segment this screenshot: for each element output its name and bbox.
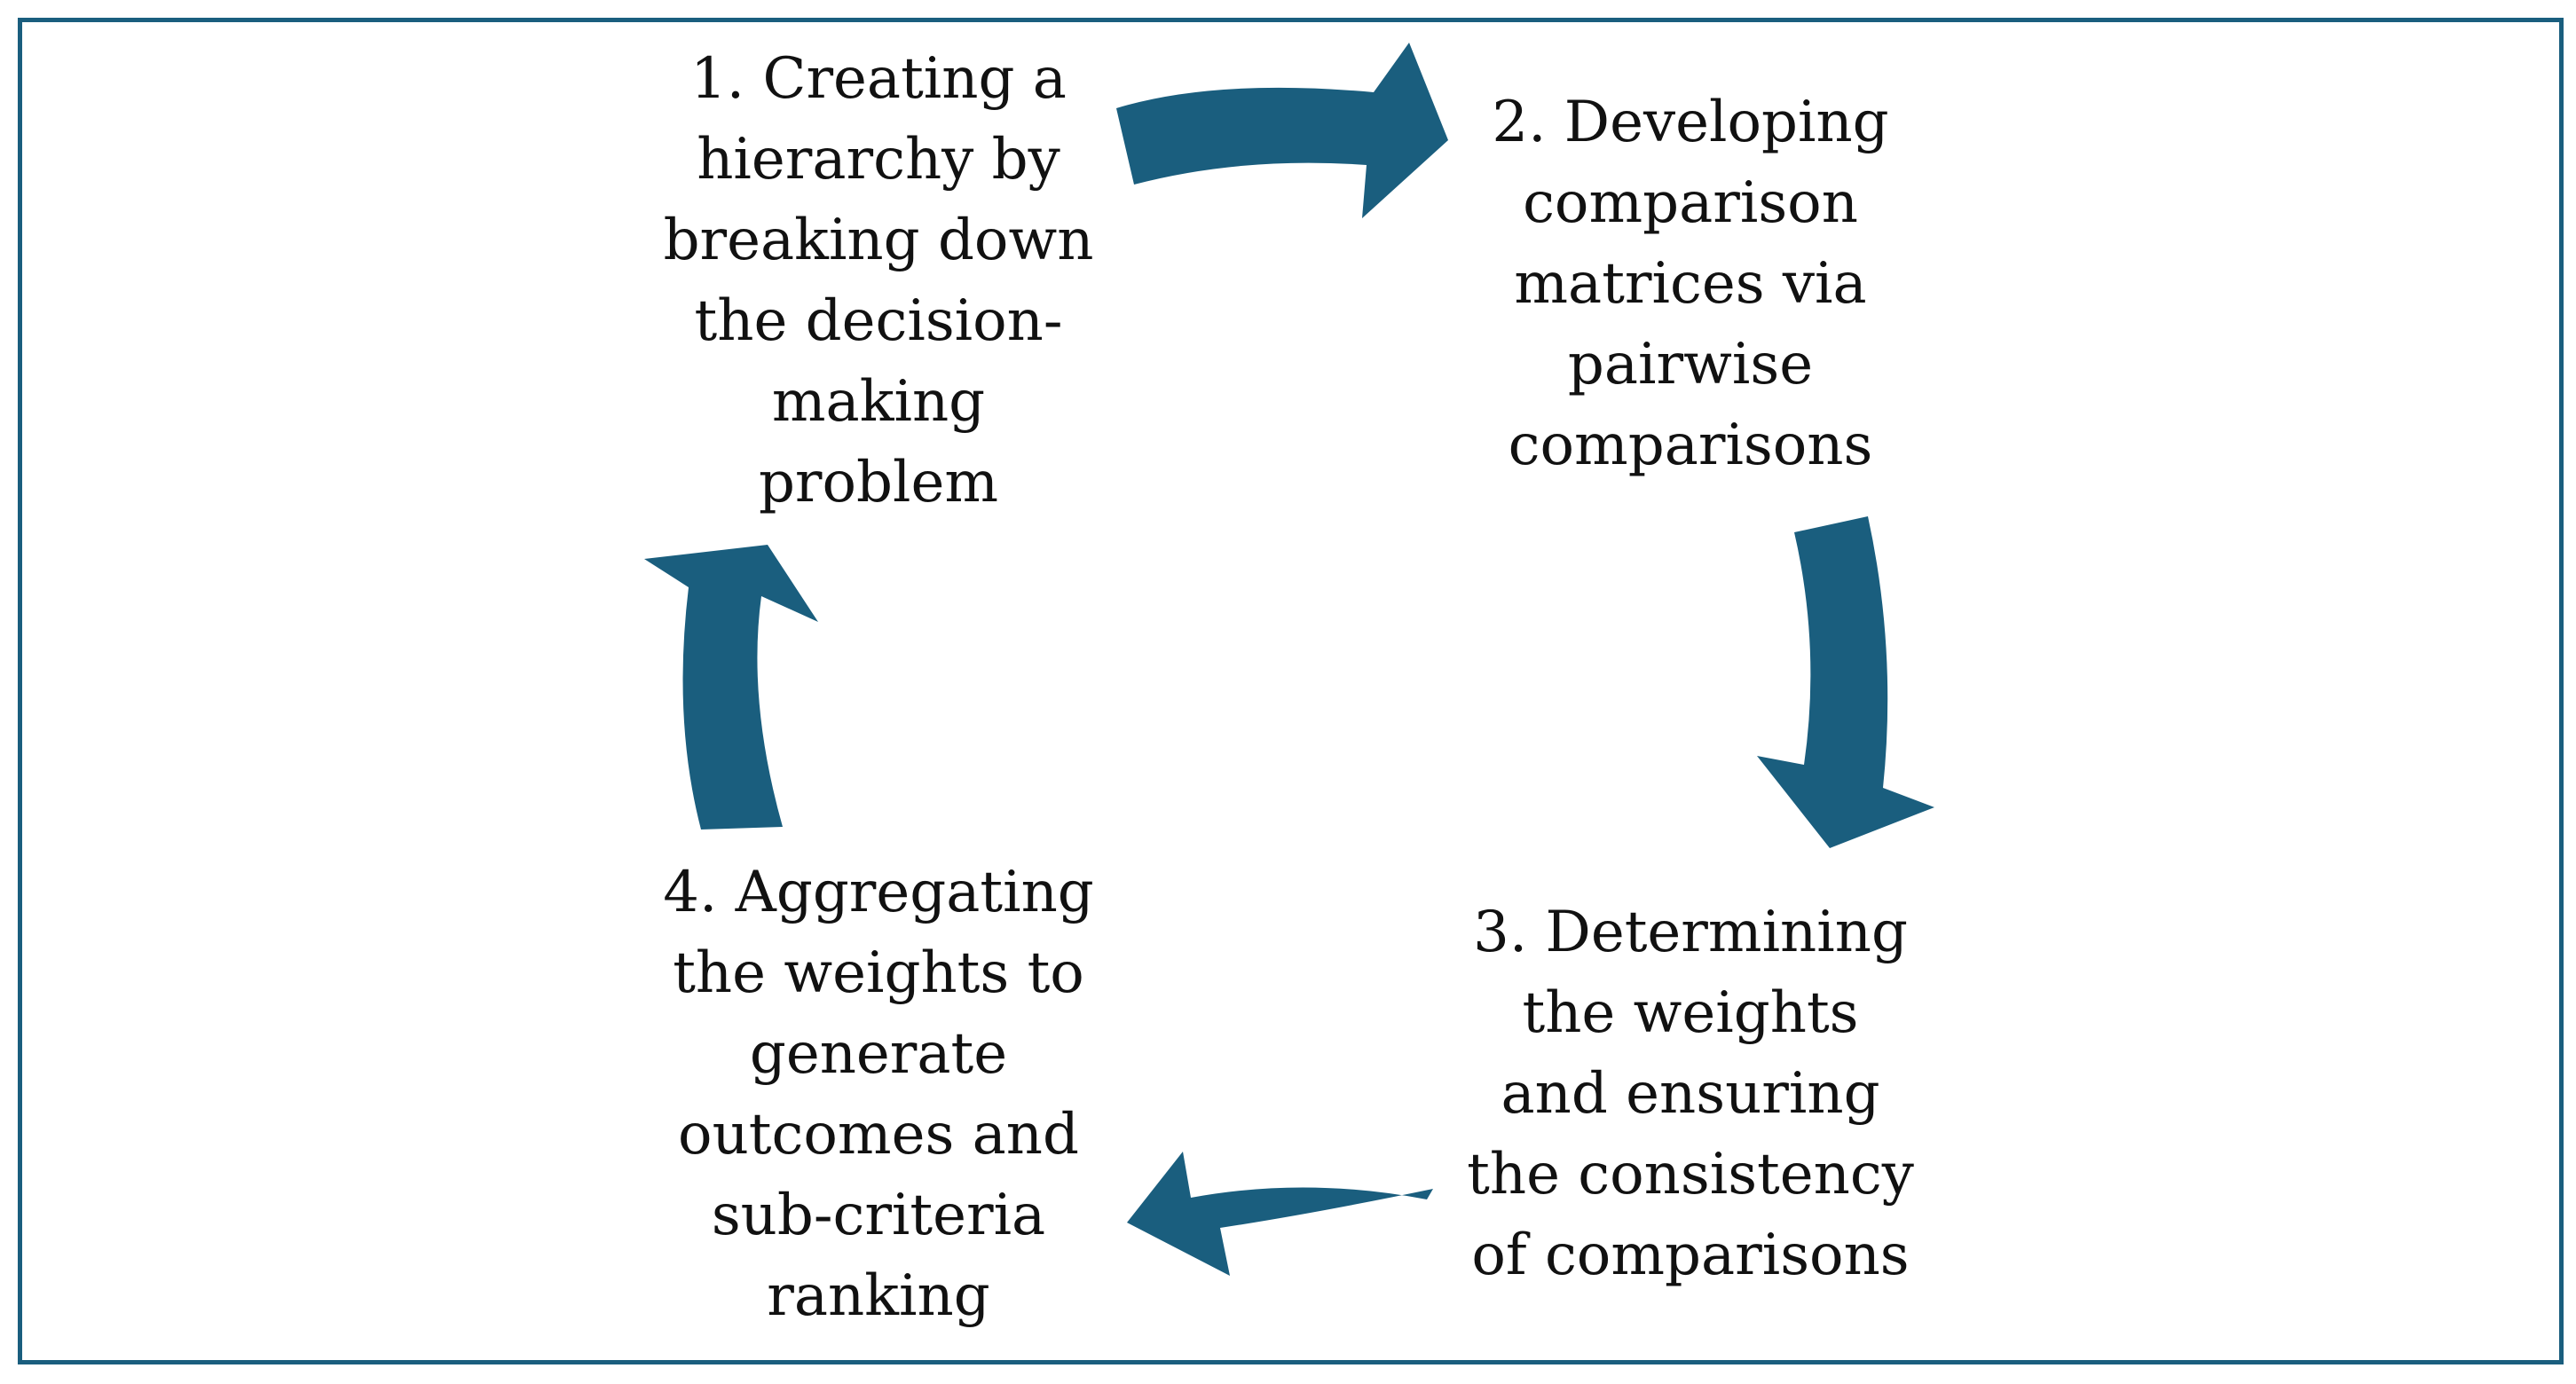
step-3-line: and ensuring bbox=[1501, 1061, 1880, 1127]
step-1-line: problem bbox=[758, 450, 999, 515]
step-3-line: the consistency bbox=[1467, 1142, 1914, 1207]
step-4-line: sub-criteria bbox=[711, 1183, 1046, 1248]
step-4-text: 4. Aggregating the weights to generate o… bbox=[612, 853, 1145, 1337]
step-4-line: generate bbox=[749, 1021, 1008, 1087]
step-3-line: of comparisons bbox=[1471, 1223, 1910, 1288]
diagram-frame bbox=[18, 18, 2564, 1364]
step-2-line: pairwise bbox=[1567, 332, 1814, 397]
step-2-line: matrices via bbox=[1514, 251, 1867, 317]
step-2-line: comparisons bbox=[1508, 413, 1873, 478]
step-3-text: 3. Determining the weights and ensuring … bbox=[1424, 893, 1957, 1296]
step-1-line: 1. Creating a bbox=[690, 46, 1067, 112]
step-1-line: hierarchy by bbox=[697, 127, 1060, 193]
step-3-line: 3. Determining bbox=[1473, 900, 1908, 965]
step-4-line: 4. Aggregating bbox=[663, 860, 1094, 925]
step-1-text: 1. Creating a hierarchy by breaking down… bbox=[612, 39, 1145, 523]
arrow-step4-to-step1 bbox=[644, 545, 818, 830]
step-4-line: ranking bbox=[767, 1263, 990, 1329]
arrow-step3-to-step4 bbox=[1127, 1152, 1433, 1276]
step-1-line: making bbox=[771, 369, 986, 435]
step-1-line: the decision- bbox=[694, 288, 1063, 354]
step-4-line: the weights to bbox=[673, 940, 1084, 1006]
step-2-text: 2. Developing comparison matrices via pa… bbox=[1424, 83, 1957, 486]
step-2-line: 2. Developing bbox=[1492, 90, 1889, 155]
step-2-line: comparison bbox=[1523, 170, 1858, 236]
step-1-line: breaking down bbox=[663, 208, 1094, 273]
arrow-step2-to-step3 bbox=[1757, 516, 1934, 848]
step-3-line: the weights bbox=[1522, 980, 1859, 1046]
arrow-step1-to-step2 bbox=[1116, 43, 1448, 218]
step-4-line: outcomes and bbox=[678, 1102, 1079, 1168]
